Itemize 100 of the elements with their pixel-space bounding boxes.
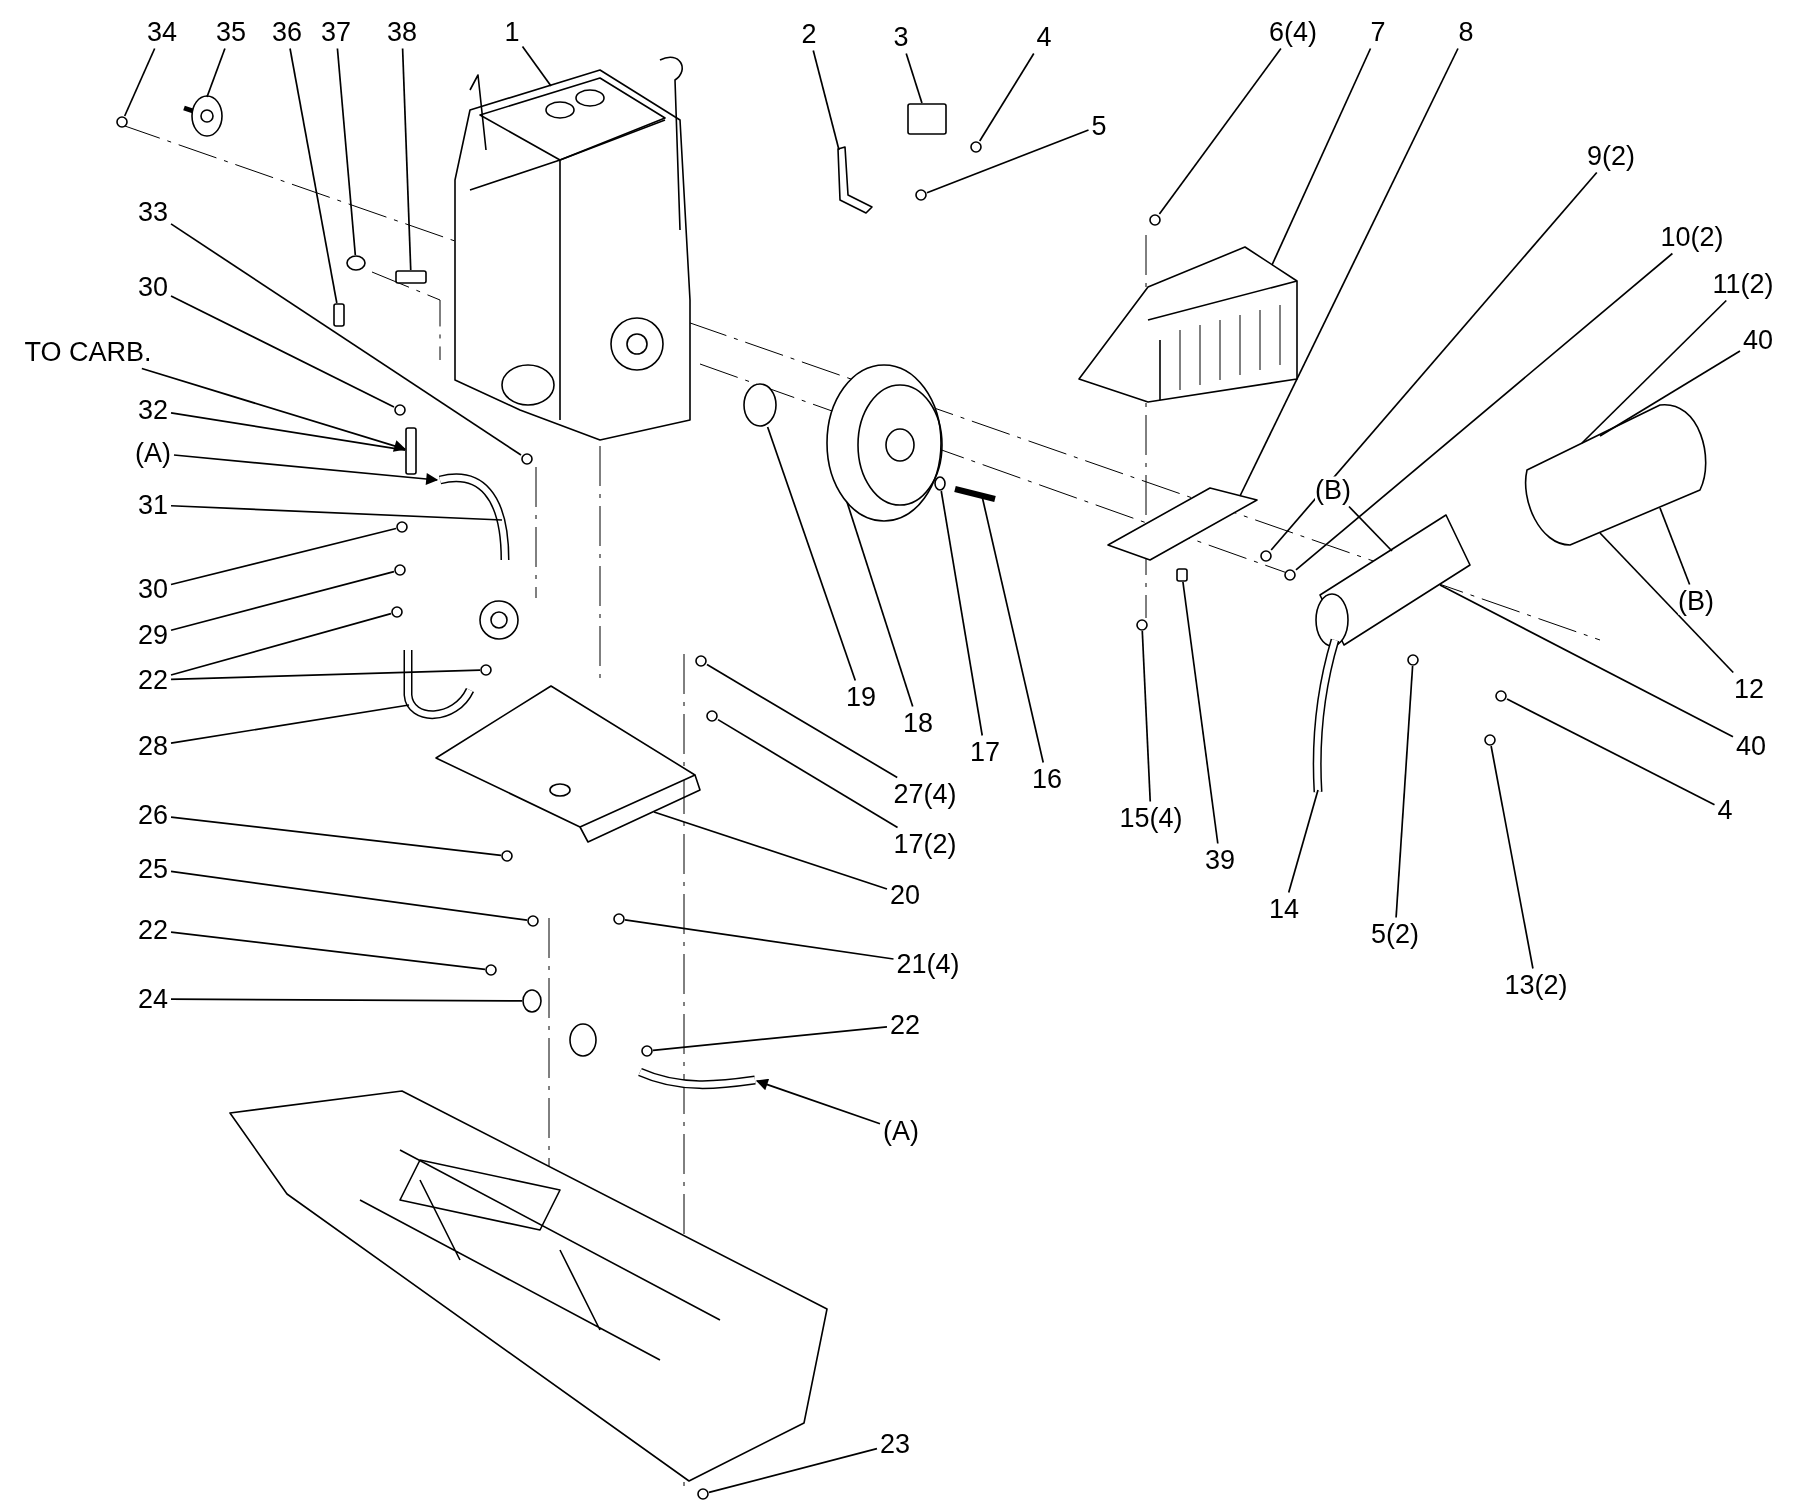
part-drawing [743,383,777,427]
fastener-drawing [485,964,497,976]
leader-line [170,223,522,456]
leader-line [170,612,392,676]
part-drawing [934,476,946,491]
leader-line [653,811,888,890]
fastener-drawing [394,564,406,576]
leader-line [1295,252,1674,571]
fastener-drawing [695,655,707,667]
leader-line [170,412,406,451]
fastener-drawing [915,189,927,201]
leader-line [170,669,481,681]
fastener-drawing [501,850,513,862]
fastener-drawing [1260,550,1272,562]
callout-label: (A) [135,439,171,467]
leader-line [141,367,407,452]
leader-line [401,47,412,271]
part-drawing [395,270,427,284]
part-drawing [522,989,542,1013]
callout-label: 6(4) [1269,18,1317,46]
leader-line [289,47,338,304]
callout-label: 5(2) [1371,920,1419,948]
fastener-drawing [480,664,492,676]
fastener-drawing [396,521,408,533]
leader-line [652,1025,888,1052]
fastener-drawing [521,453,533,465]
leader-line [170,504,503,521]
fastener-drawing [641,1045,653,1057]
leader-line [940,490,984,737]
fastener-drawing [394,404,406,416]
leader-line [1271,47,1372,266]
leader-line [170,931,486,971]
leader-line [123,47,156,117]
leader-line [1158,47,1282,215]
bracket-plate-drawing [1104,484,1259,562]
leader-line [905,52,923,104]
leader-line [1348,505,1393,552]
leader-line [170,527,397,586]
callout-label: 15(4) [1119,804,1183,832]
fastener-drawing [1495,690,1507,702]
fastener-drawing [527,915,539,927]
fastener-drawing [706,710,718,722]
fastener-drawing [1484,734,1496,746]
leader-line [812,49,840,151]
leader-line [978,52,1035,142]
leader-line [624,919,895,960]
leader-line [170,870,528,922]
fastener-drawing [1149,214,1161,226]
leader-line [981,495,1045,764]
leader-line [170,816,502,857]
part-drawing [333,303,345,327]
leader-line [1182,581,1219,845]
part-drawing [907,103,947,135]
leader-line [521,45,552,87]
fastener-drawing [1284,569,1296,581]
leader-line [1270,171,1598,551]
leader-line [1599,532,1735,674]
mounting-plate-drawing [432,682,704,846]
fastener-drawing [613,913,625,925]
fastener-drawing [116,116,128,128]
fastener-drawing [970,141,982,153]
leader-line [1506,698,1716,806]
leader-line [1581,299,1728,444]
leader-line [1141,630,1152,803]
leader-line [170,704,410,744]
fastener-drawing [1407,654,1419,666]
leader-line [926,129,1090,194]
leader-line [717,718,899,829]
leader-line [173,454,439,485]
fastener-drawing [1136,619,1148,631]
leader-line [170,998,523,1002]
leader-line [755,1078,881,1125]
leader-line [706,663,899,779]
leader-line [1659,507,1691,586]
leader-line [170,295,395,408]
callout-label: (B) [1315,476,1351,504]
fastener-drawing [697,1488,709,1500]
leader-line [1287,789,1319,894]
callout-label: 11(2) [1712,270,1774,298]
leader-line [1490,745,1534,970]
leader-line [846,501,914,708]
part-drawing [405,427,417,475]
leader-line [766,426,857,682]
callout-label: 10(2) [1660,223,1724,251]
callout-label: 17(2) [893,830,957,858]
leader-line [1439,584,1734,738]
callout-label: (B) [1678,587,1714,615]
fastener-drawing [391,606,403,618]
pulley-drawing [824,362,946,524]
leader-line [1239,47,1459,497]
callout-label: (A) [883,1117,919,1145]
callout-label: 13(2) [1504,971,1568,999]
leader-line [1599,350,1741,437]
callout-label: 21(4) [896,950,960,978]
part-drawing [346,255,366,271]
callout-label: 27(4) [893,780,957,808]
leader-line [170,570,395,632]
callout-label: 9(2) [1587,142,1635,170]
leader-line [708,1447,878,1494]
leader-line [206,47,226,98]
